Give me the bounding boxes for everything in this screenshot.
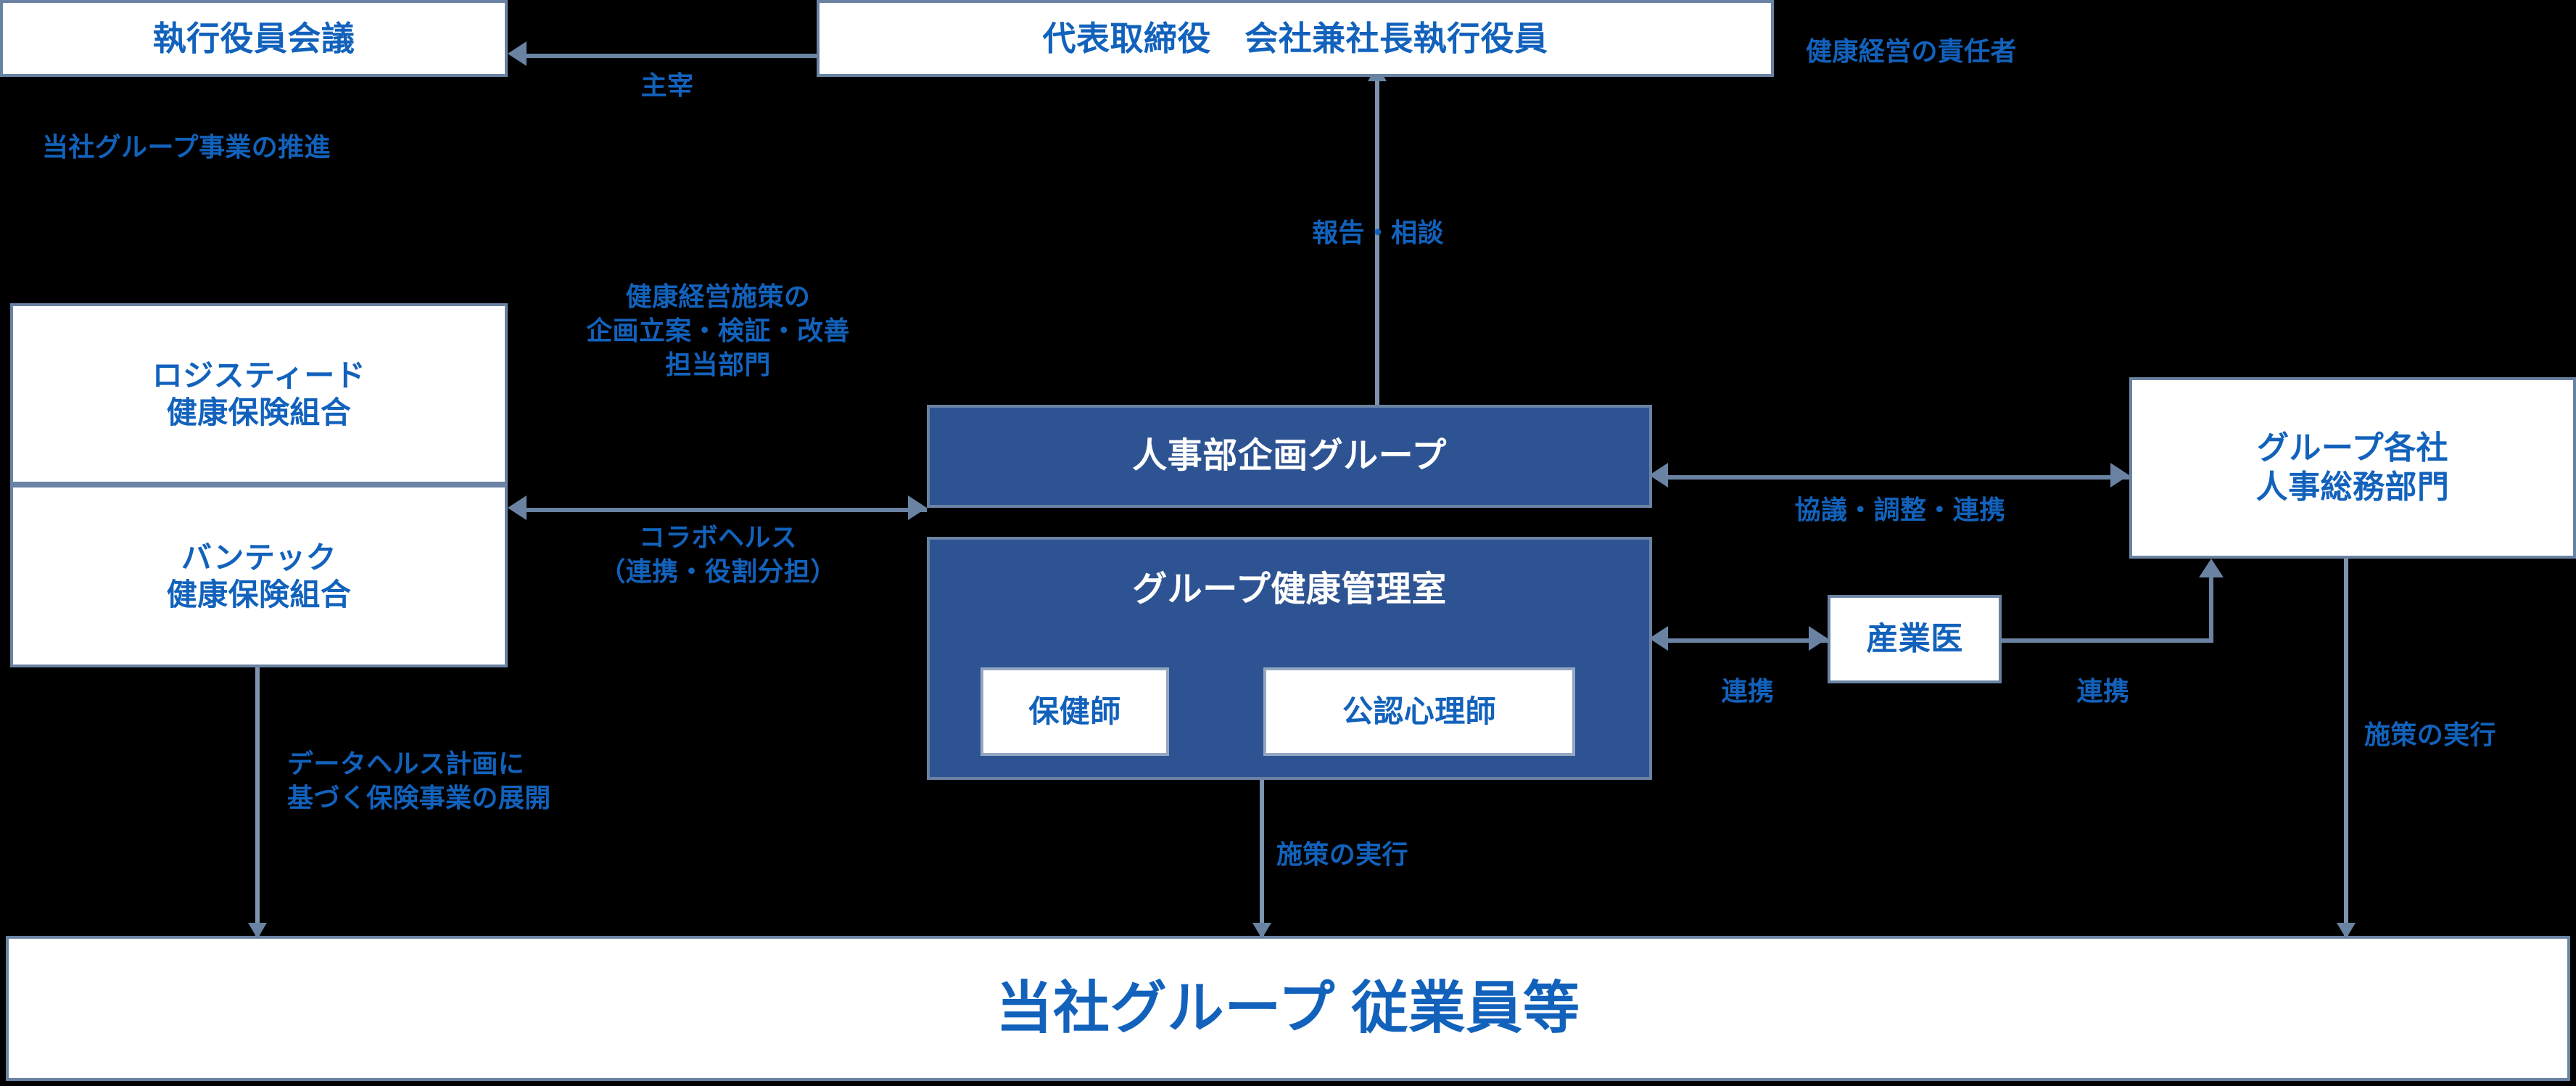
connector-physician-to-group-hr-h bbox=[2002, 638, 2213, 643]
caption-preside: 主宰 bbox=[640, 70, 694, 100]
connector-kenpo-to-employees bbox=[255, 667, 260, 936]
arrowhead-to-group-hr-bottom bbox=[2199, 559, 2224, 577]
arrowhead-to-employees-left bbox=[248, 923, 267, 939]
connector-hr-to-kenpo bbox=[527, 508, 927, 512]
arrowhead-to-employees-center bbox=[1252, 923, 1271, 939]
node-executive-meeting-label: 執行役員会議 bbox=[152, 19, 355, 57]
node-logisteed-kenpo-label: ロジスティード 健康保険組合 bbox=[152, 358, 366, 429]
node-group-health-office-label: グループ健康管理室 bbox=[1132, 570, 1447, 609]
node-logisteed-kenpo[interactable]: ロジスティード 健康保険組合 bbox=[10, 303, 508, 485]
node-public-health-nurse[interactable]: 保健師 bbox=[981, 667, 1169, 756]
node-executive-meeting[interactable]: 執行役員会議 bbox=[0, 0, 508, 77]
node-president[interactable]: 代表取締役 会社兼社長執行役員 bbox=[817, 0, 1774, 77]
connector-health-office-to-employees bbox=[1260, 780, 1264, 936]
node-president-label: 代表取締役 会社兼社長執行役員 bbox=[1042, 19, 1548, 57]
connector-president-to-executive-meeting bbox=[527, 54, 817, 58]
arrowhead-to-hr-planning-left bbox=[908, 495, 927, 520]
arrowhead-to-health-office bbox=[1649, 626, 1668, 651]
node-certified-psychologist-label: 公認心理師 bbox=[1342, 694, 1497, 729]
arrowhead-to-physician-left bbox=[1809, 626, 1828, 651]
node-hr-planning-group-label: 人事部企画グループ bbox=[1132, 436, 1447, 475]
connector-group-hr-to-employees bbox=[2344, 559, 2348, 936]
node-certified-psychologist[interactable]: 公認心理師 bbox=[1263, 667, 1575, 756]
node-vantec-kenpo[interactable]: バンテック 健康保険組合 bbox=[10, 485, 508, 667]
node-hr-planning-group[interactable]: 人事部企画グループ bbox=[927, 405, 1652, 508]
caption-implement-center: 施策の実行 bbox=[1276, 839, 1408, 869]
node-employees[interactable]: 当社グループ 従業員等 bbox=[6, 936, 2570, 1081]
caption-collabo-health: コラボヘルス （連携・役割分担） bbox=[599, 522, 837, 586]
caption-cooperate-right: 連携 bbox=[2076, 676, 2130, 706]
node-group-hr-departments[interactable]: グループ各社 人事総務部門 bbox=[2129, 377, 2576, 559]
caption-cooperate-left: 連携 bbox=[1721, 676, 1775, 706]
caption-hr-planning-role: 健康経営施策の 企画立案・検証・改善 担当部門 bbox=[586, 281, 850, 379]
node-public-health-nurse-label: 保健師 bbox=[1028, 694, 1121, 729]
arrowhead-to-employees-right bbox=[2337, 923, 2356, 939]
arrowhead-to-group-hr bbox=[2110, 463, 2129, 488]
node-group-hr-departments-label: グループ各社 人事総務部門 bbox=[2255, 430, 2450, 505]
caption-data-health-plan: データヘルス計画に 基づく保険事業の展開 bbox=[287, 749, 551, 813]
caption-discuss-adjust-cooperate: 協議・調整・連携 bbox=[1794, 495, 2006, 525]
node-employees-label: 当社グループ 従業員等 bbox=[996, 976, 1580, 1040]
connector-physician-to-group-hr-v bbox=[2209, 573, 2213, 643]
node-occupational-physician[interactable]: 産業医 bbox=[1828, 595, 2002, 683]
caption-executive-meeting-role: 当社グループ事業の推進 bbox=[42, 132, 331, 162]
caption-report-consult: 報告・相談 bbox=[1312, 218, 1444, 247]
connector-hr-to-group-hr bbox=[1668, 475, 2129, 480]
node-vantec-kenpo-label: バンテック 健康保険組合 bbox=[166, 540, 352, 612]
arrowhead-to-executive-meeting bbox=[508, 41, 527, 66]
caption-president-role: 健康経営の責任者 bbox=[1806, 36, 2017, 66]
connector-hr-to-president bbox=[1375, 77, 1379, 411]
arrowhead-to-kenpo bbox=[508, 495, 527, 520]
arrowhead-to-hr-planning-right bbox=[1649, 463, 1668, 488]
node-occupational-physician-label: 産業医 bbox=[1866, 621, 1963, 657]
caption-implement-right: 施策の実行 bbox=[2364, 720, 2496, 749]
connector-health-office-to-physician bbox=[1668, 638, 1828, 643]
